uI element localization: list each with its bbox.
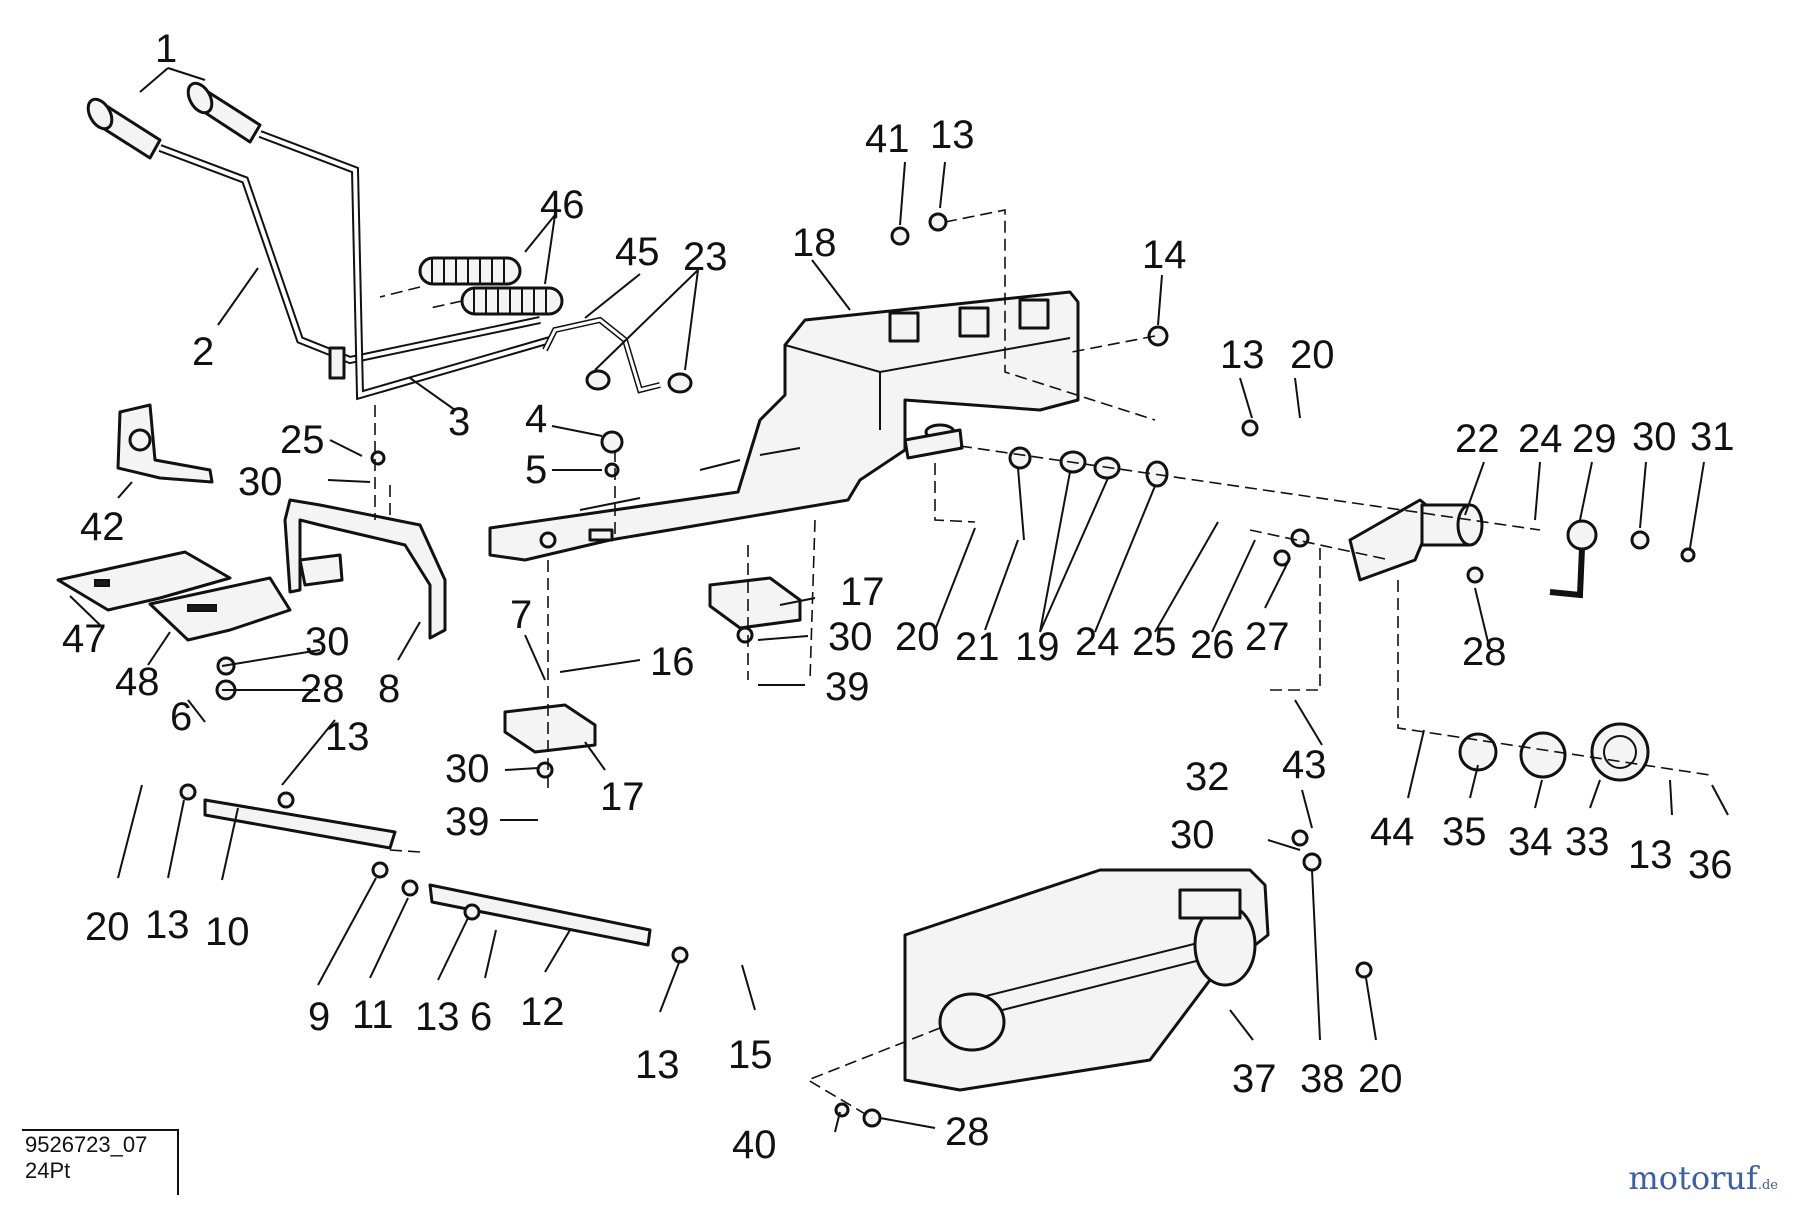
watermark-suffix: .de	[1757, 1178, 1778, 1193]
callout-13-bottom: 13	[635, 1043, 680, 1087]
callout-1: 1	[155, 27, 177, 71]
part-45-linkage-rod	[542, 316, 661, 394]
callout-12: 12	[520, 990, 565, 1034]
callout-9: 9	[308, 995, 330, 1039]
callout-4: 4	[525, 397, 547, 441]
callout-13-pulley: 13	[1628, 833, 1673, 877]
callout-48: 48	[115, 660, 160, 704]
callout-26: 26	[1190, 623, 1235, 667]
callout-30-lower: 30	[445, 747, 490, 791]
callout-32: 32	[1185, 755, 1230, 799]
watermark-main: motoruf	[1628, 1159, 1758, 1197]
part-17-blocks	[503, 576, 802, 754]
callout-20-housing: 20	[1358, 1057, 1403, 1101]
part-18-main-frame	[488, 290, 1080, 562]
callout-44: 44	[1370, 810, 1415, 854]
callout-7: 7	[510, 593, 532, 637]
callout-28-arm: 28	[1462, 630, 1507, 674]
callout-11: 11	[352, 993, 394, 1037]
callout-29: 29	[1572, 417, 1617, 461]
part-42-bracket	[116, 403, 214, 484]
callout-18: 18	[792, 221, 837, 265]
part-12-rod	[428, 883, 652, 947]
callout-13-rod: 13	[415, 995, 460, 1039]
callout-13-right: 13	[1220, 333, 1265, 377]
callout-3: 3	[448, 400, 470, 444]
callout-37: 37	[1232, 1057, 1277, 1101]
callout-20-shaft: 20	[895, 615, 940, 659]
callout-30-mid: 30	[828, 615, 873, 659]
callout-10: 10	[205, 910, 250, 954]
callout-36: 36	[1688, 843, 1733, 887]
drawing-number: 9526723_07	[25, 1132, 147, 1157]
callout-33: 33	[1565, 820, 1610, 864]
callout-2: 2	[192, 330, 214, 374]
callout-19: 19	[1015, 625, 1060, 669]
callout-30-plate: 30	[305, 620, 350, 664]
callout-25-left: 25	[280, 418, 325, 462]
callout-14: 14	[1142, 233, 1187, 277]
callout-45: 45	[615, 230, 660, 274]
callout-35: 35	[1442, 810, 1487, 854]
part-1-handle-grips	[86, 81, 262, 160]
fasteners	[179, 212, 1696, 1128]
callout-22: 22	[1455, 417, 1500, 461]
callout-13-top: 13	[930, 113, 975, 157]
callout-34: 34	[1508, 820, 1553, 864]
callout-17-lower: 17	[600, 775, 645, 819]
callout-20-right: 20	[1290, 333, 1335, 377]
callout-39-lower: 39	[445, 800, 490, 844]
callout-24-shaft: 24	[1075, 620, 1120, 664]
callout-30-housing: 30	[1170, 813, 1215, 857]
assembly-guide-lines	[374, 209, 1711, 1119]
callout-13-upper-rod: 13	[325, 715, 370, 759]
part-callout-labels: 1 2 3 46 45 23 18 41 13 14 13 20 22 24 2…	[62, 27, 1735, 1167]
callout-28-bottom: 28	[945, 1110, 990, 1154]
shaft-assembly	[903, 428, 1169, 541]
part-29-crank	[1549, 519, 1598, 599]
callout-47: 47	[62, 617, 107, 661]
drawing-note: 24Pt	[25, 1158, 70, 1183]
pulley-assembly	[1458, 722, 1650, 782]
callout-43: 43	[1282, 743, 1327, 787]
part-10-rod	[203, 798, 397, 850]
part-37-belt-housing	[903, 868, 1270, 1092]
callout-15: 15	[728, 1033, 773, 1077]
part-2-3-shift-levers	[158, 130, 552, 401]
callout-6-lower: 6	[470, 995, 492, 1039]
watermark-logo: motoruf.de	[1628, 1159, 1778, 1197]
callout-13-left: 13	[145, 903, 190, 947]
callout-28-plate: 28	[300, 667, 345, 711]
callout-30-left: 30	[238, 460, 283, 504]
callout-40: 40	[732, 1123, 777, 1167]
callout-41: 41	[865, 117, 910, 161]
callout-20-left: 20	[85, 905, 130, 949]
callout-30-right: 30	[1632, 415, 1677, 459]
drawing-number-stamp: 9526723_07 24Pt	[22, 1129, 179, 1195]
part-23-bushings	[585, 369, 693, 394]
callout-38: 38	[1300, 1057, 1345, 1101]
callout-5: 5	[525, 448, 547, 492]
leader-lines	[69, 67, 1729, 1133]
callout-25-shaft: 25	[1132, 620, 1177, 664]
part-8-u-bracket	[283, 498, 447, 640]
callout-42: 42	[80, 505, 125, 549]
callout-23: 23	[683, 235, 728, 279]
part-47-48-plates	[56, 550, 292, 642]
callout-31: 31	[1690, 415, 1735, 459]
callout-16: 16	[650, 640, 695, 684]
callout-17-upper: 17	[840, 570, 885, 614]
callout-24-right: 24	[1518, 417, 1563, 461]
callout-46: 46	[540, 183, 585, 227]
callout-6-upper: 6	[170, 695, 192, 739]
callout-21: 21	[955, 625, 1000, 669]
callout-39-mid: 39	[825, 665, 870, 709]
callout-8: 8	[378, 667, 400, 711]
callout-27: 27	[1245, 615, 1290, 659]
